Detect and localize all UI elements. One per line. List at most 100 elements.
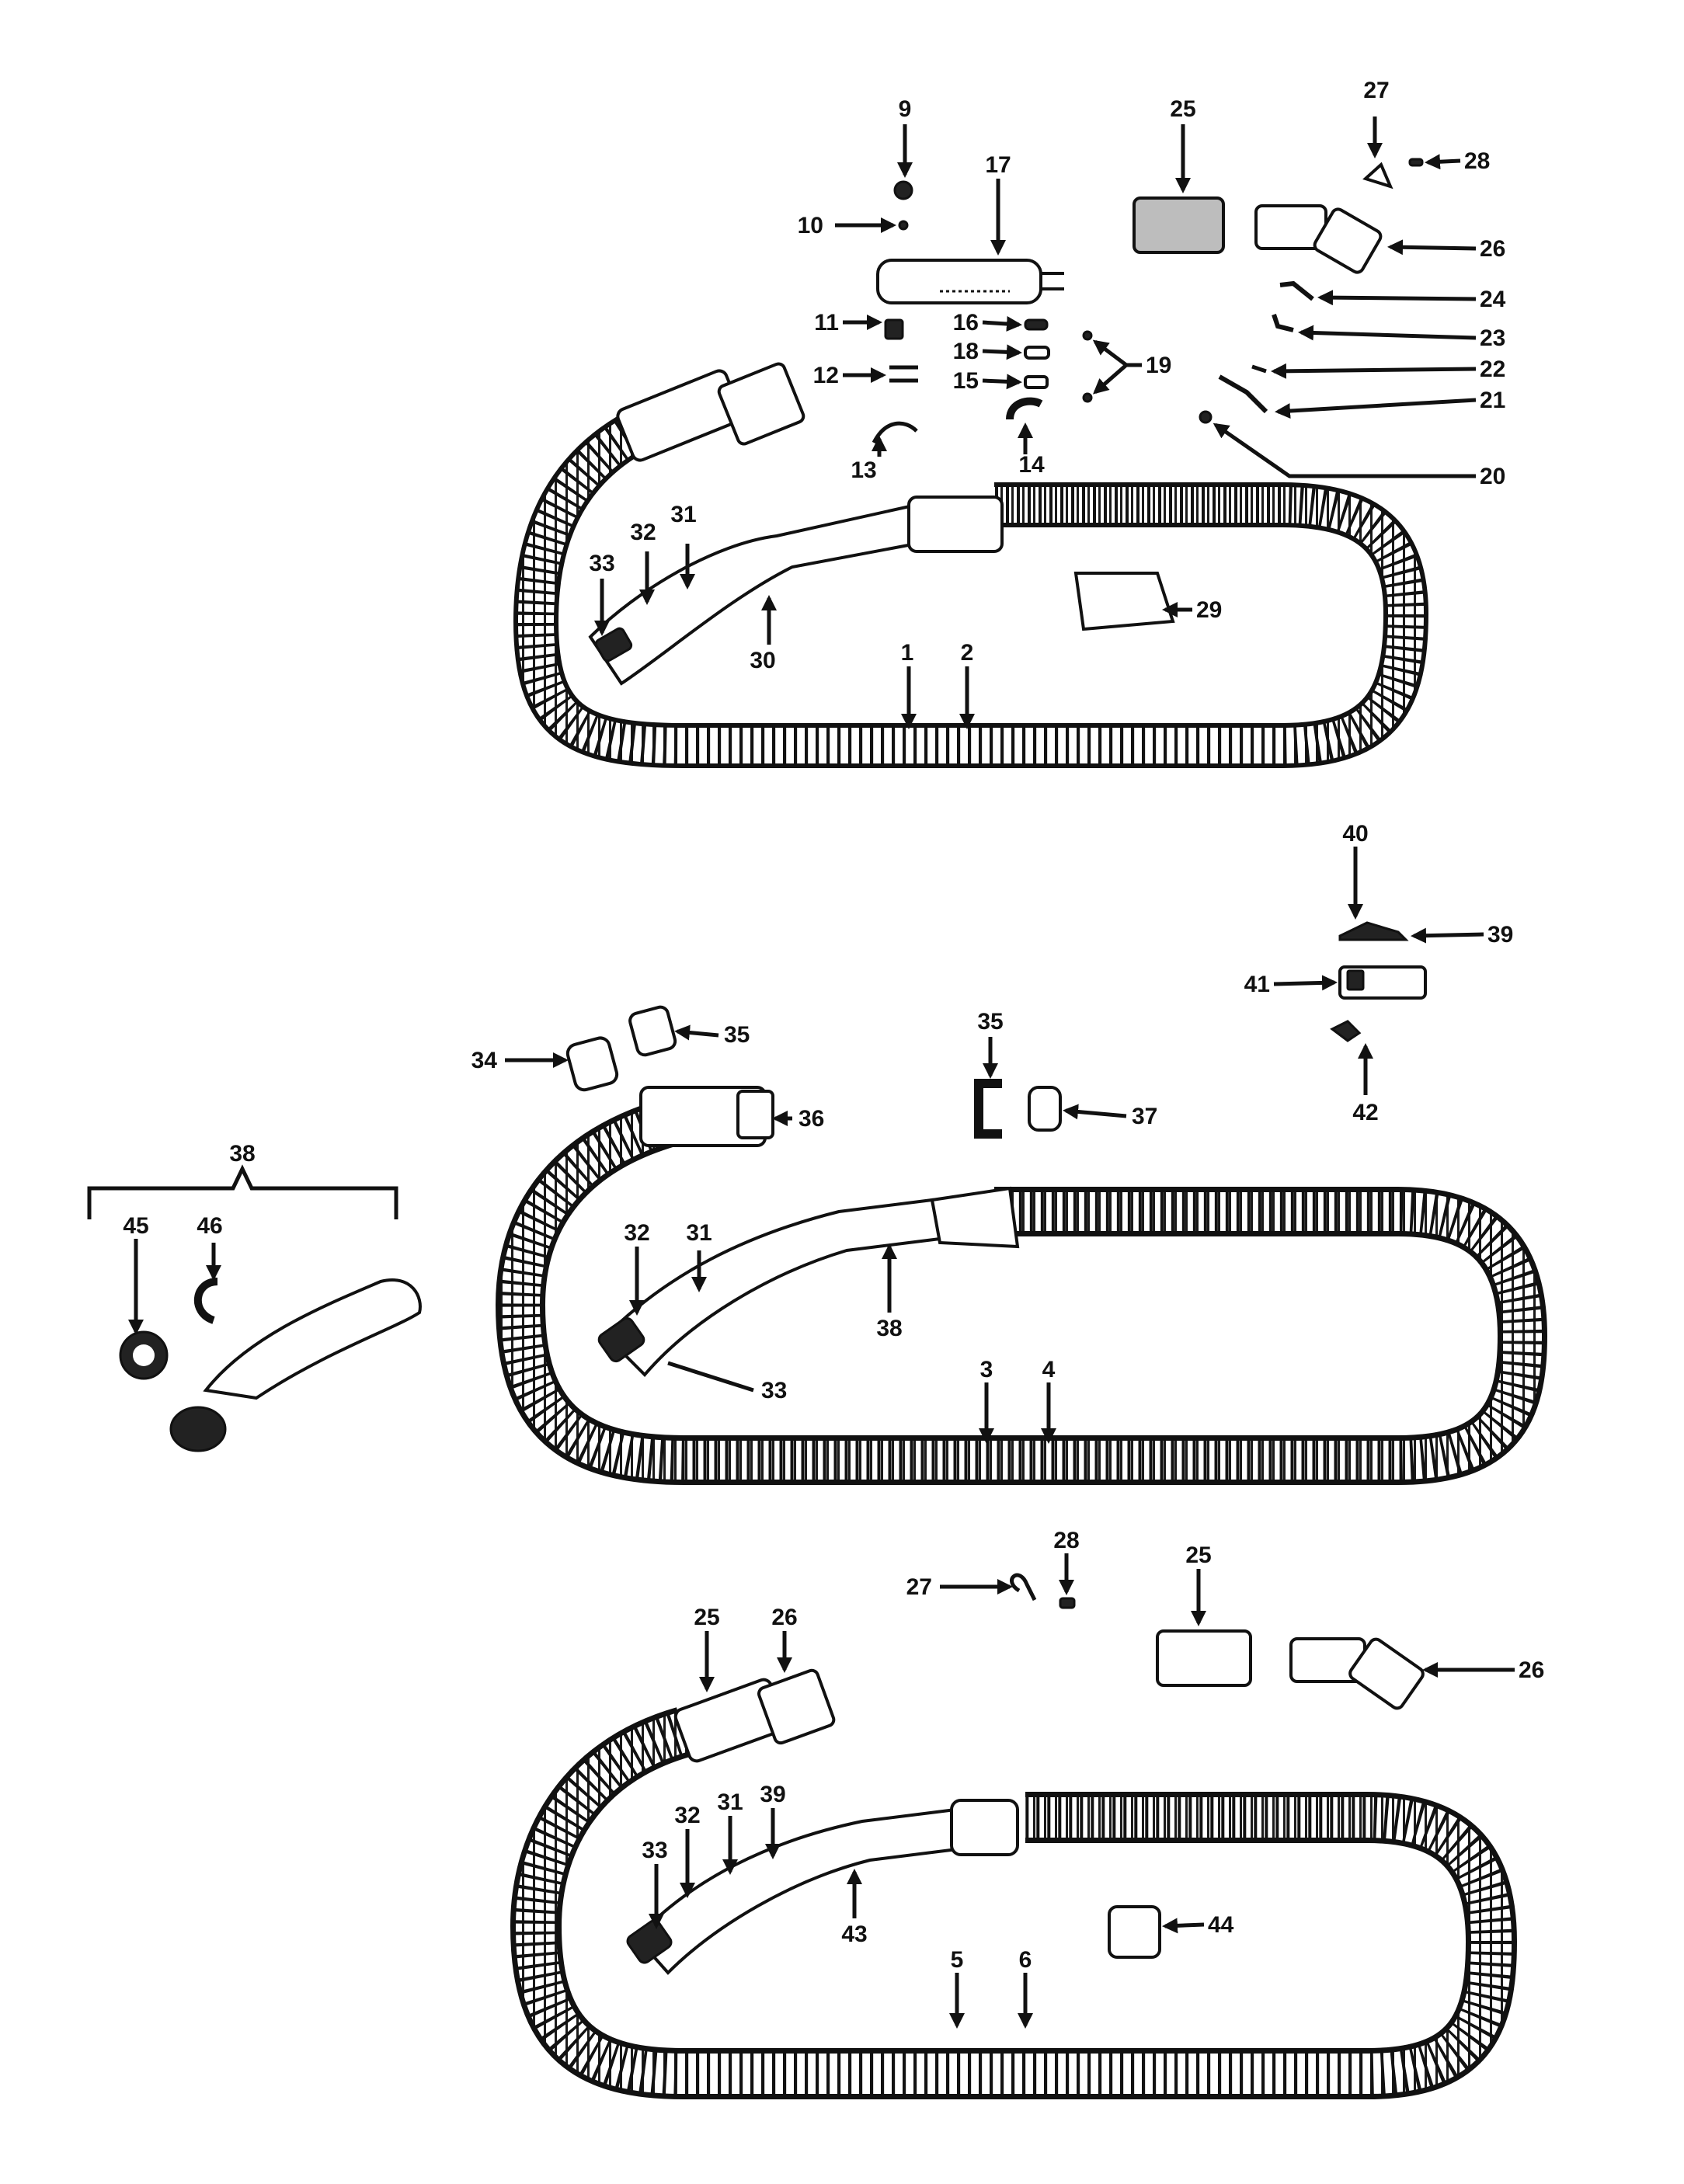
handle-detail	[203, 1278, 422, 1400]
label-17: 17	[985, 152, 1011, 178]
label-26-bottom-right: 26	[1519, 1657, 1544, 1683]
label-22: 22	[1480, 356, 1505, 382]
part-27-bottom	[1010, 1573, 1037, 1601]
label-16: 16	[953, 310, 979, 336]
part-27-top	[1362, 162, 1393, 190]
part-25-bottom	[1156, 1629, 1252, 1687]
label-28-bottom: 28	[1053, 1528, 1079, 1553]
part-44	[1108, 1905, 1161, 1959]
label-12: 12	[813, 363, 839, 388]
label-9: 9	[899, 96, 912, 122]
label-26-top: 26	[1480, 236, 1505, 262]
label-25-bottom-right: 25	[1185, 1542, 1211, 1568]
label-34: 34	[471, 1048, 498, 1073]
label-29: 29	[1196, 597, 1222, 623]
label-24: 24	[1480, 287, 1506, 312]
label-38-mid: 38	[876, 1316, 902, 1341]
label-33-mid: 33	[761, 1378, 787, 1403]
part-26-top	[1254, 204, 1383, 274]
label-31-bottom: 31	[717, 1789, 743, 1815]
middle-hose-assembly	[495, 921, 1548, 1485]
label-13: 13	[851, 457, 876, 483]
part-19b	[1082, 392, 1093, 403]
callout-labels: 9 10 17 11 12 13 16 18 15 14 19 25 27 28…	[123, 78, 1544, 1973]
label-33-top: 33	[589, 551, 614, 576]
label-35-a: 35	[724, 1022, 750, 1048]
part-19a	[1082, 330, 1093, 341]
label-33-bottom: 33	[642, 1838, 667, 1863]
label-42: 42	[1352, 1100, 1378, 1125]
label-5: 5	[951, 1947, 964, 1973]
part-9	[893, 180, 913, 200]
label-27-top: 27	[1363, 78, 1389, 103]
part-20	[1199, 410, 1213, 424]
label-31-mid: 31	[686, 1220, 712, 1246]
part-14	[1006, 397, 1043, 420]
label-26-bottom: 26	[771, 1605, 797, 1630]
part-28-top	[1408, 158, 1424, 167]
label-15: 15	[953, 368, 979, 394]
top-hose-assembly	[513, 158, 1429, 768]
part-10	[898, 220, 909, 231]
bottom-hose-assembly	[510, 1573, 1518, 2099]
part-28-bottom	[1059, 1597, 1076, 1609]
label-20: 20	[1480, 464, 1505, 489]
label-36: 36	[799, 1106, 824, 1132]
part-21	[1218, 374, 1268, 414]
part-35-b	[974, 1079, 1002, 1139]
label-32-mid: 32	[624, 1220, 649, 1246]
label-41: 41	[1244, 972, 1270, 997]
label-31-top: 31	[670, 502, 696, 527]
label-23: 23	[1480, 325, 1505, 351]
label-40: 40	[1342, 821, 1368, 847]
label-28-top: 28	[1464, 148, 1490, 174]
label-30: 30	[750, 648, 775, 673]
part-18	[1024, 346, 1050, 360]
label-25-top: 25	[1170, 96, 1195, 122]
label-32-bottom: 32	[674, 1803, 700, 1828]
label-44: 44	[1208, 1912, 1234, 1938]
part-25-top	[1133, 196, 1225, 254]
label-10: 10	[798, 213, 823, 238]
part-15	[1024, 375, 1049, 389]
bracket-38	[87, 1164, 398, 1219]
end-36	[639, 1086, 774, 1147]
leader-arrows	[128, 117, 1515, 2029]
label-35-b: 35	[977, 1009, 1003, 1035]
part-17	[876, 259, 1064, 304]
part-37	[1028, 1086, 1062, 1132]
label-37: 37	[1132, 1104, 1157, 1129]
label-46: 46	[197, 1213, 222, 1239]
part-29	[1073, 572, 1175, 631]
part-42	[1330, 1020, 1362, 1042]
label-2: 2	[961, 640, 974, 666]
label-45: 45	[123, 1213, 148, 1239]
label-1: 1	[901, 640, 914, 666]
label-6: 6	[1019, 1947, 1032, 1973]
part-26-bottom	[1289, 1637, 1425, 1710]
swivel-end-bottom	[673, 1668, 836, 1763]
label-14: 14	[1018, 452, 1045, 478]
handle-30	[588, 496, 1004, 686]
label-32-top: 32	[630, 520, 656, 545]
label-39-mid: 39	[1487, 922, 1513, 948]
part-12	[889, 365, 918, 383]
label-3: 3	[980, 1357, 993, 1382]
label-43: 43	[841, 1921, 867, 1947]
handle-38	[597, 1186, 1020, 1377]
label-11: 11	[814, 310, 839, 336]
label-25-bottom: 25	[694, 1605, 719, 1630]
part-34	[565, 1036, 619, 1092]
part-23	[1272, 314, 1294, 332]
label-38-detail: 38	[229, 1141, 255, 1167]
part-39-mid	[1338, 921, 1409, 941]
label-4: 4	[1042, 1357, 1056, 1382]
label-19: 19	[1146, 353, 1171, 378]
part-46	[193, 1278, 218, 1324]
label-39-bottom: 39	[760, 1782, 785, 1807]
label-27-bottom: 27	[906, 1574, 932, 1600]
part-24	[1279, 280, 1314, 301]
label-21: 21	[1480, 388, 1505, 413]
part-35-a	[628, 1005, 677, 1057]
